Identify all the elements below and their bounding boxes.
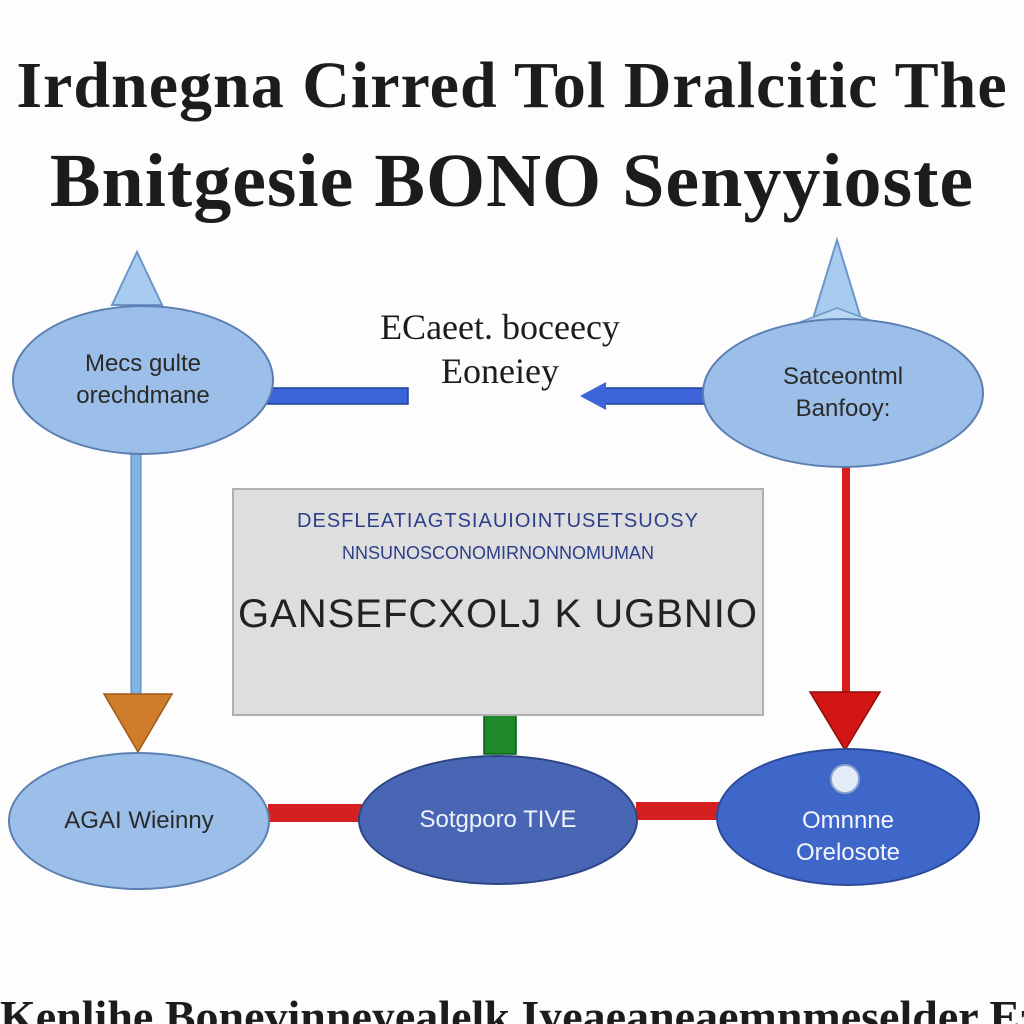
node-top-right: Satceontml Banfooy: [702, 318, 984, 468]
node-top-right-line-2: Banfooy: [795, 395, 891, 422]
node-top-right-line-1: Satceontml [782, 363, 904, 390]
floating-label-line-1: ECaeet. boceecy [380, 307, 620, 347]
center-box-main: GANSEFCXOLJ K UGBNIO [237, 592, 759, 636]
node-top-left: Mecs gulte orechdmane [12, 305, 274, 455]
node-bottom-right: Omnnne Orelosote [716, 748, 980, 886]
center-box-line-1: DESFLEATIAGTSIAUIOINTUSETSUOSY [297, 510, 699, 532]
center-box-line-2: NNSUNOSCONOMIRNONNOMUMAN [342, 543, 654, 563]
node-bottom-center: Sotgporo TIVE [358, 755, 638, 885]
node-bottom-right-line-1: Omnnne [801, 807, 895, 834]
floating-label: ECaeet. boceecy Eoneiey [330, 305, 670, 393]
orange-down-arrow-icon [102, 693, 174, 754]
arrowhead-left-icon [580, 382, 606, 410]
circle-dot-icon [830, 764, 860, 794]
connector-bottom-left [268, 804, 362, 822]
connector-left-vertical [130, 452, 142, 704]
top-left-spike [110, 249, 164, 306]
node-bottom-left: AGAI Wieinny [8, 752, 270, 890]
footer-text: Kenlihe Bonevinneyealelk Iyeaeaneaemnmes… [0, 991, 1024, 1024]
connector-right-vertical [842, 466, 850, 694]
title-line-2: Bnitgesie BONO Senyyioste [49, 139, 975, 223]
floating-label-line-2: Eoneiey [441, 351, 559, 391]
connector-bottom-right [636, 802, 720, 820]
node-bottom-right-line-2: Orelosote [795, 839, 901, 866]
node-bottom-left-line-1: AGAI Wieinny [64, 807, 214, 834]
center-box: DESFLEATIAGTSIAUIOINTUSETSUOSY NNSUNOSCO… [232, 488, 764, 716]
node-top-left-line-1: Mecs gulte [84, 350, 202, 377]
title-line-1: Irdnegna Cirred Tol Dralcitic The [16, 49, 1008, 122]
node-bottom-center-line-1: Sotgporo TIVE [419, 806, 577, 833]
red-down-arrow-icon [808, 691, 882, 752]
node-top-left-line-2: orechdmane [76, 382, 210, 409]
